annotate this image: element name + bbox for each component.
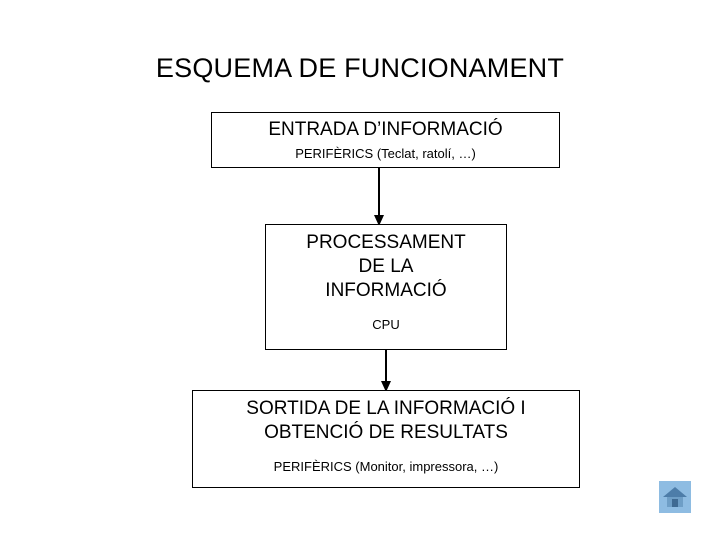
flow-box-sortida-heading: SORTIDA DE LA INFORMACIÓ I OBTENCIÓ DE R…: [246, 398, 526, 443]
flow-box-entrada-subtitle: PERIFÈRICS (Teclat, ratolí, …): [295, 146, 476, 161]
arrow-down-processament-to-sortida: [379, 349, 393, 393]
flow-box-entrada: ENTRADA D’INFORMACIÓ PERIFÈRICS (Teclat,…: [211, 112, 560, 168]
flow-box-processament: PROCESSAMENT DE LA INFORMACIÓ CPU: [265, 224, 507, 350]
arrow-down-entrada-to-processament: [372, 167, 386, 227]
flow-box-sortida: SORTIDA DE LA INFORMACIÓ I OBTENCIÓ DE R…: [192, 390, 580, 488]
flow-box-entrada-heading: ENTRADA D’INFORMACIÓ: [268, 119, 503, 140]
home-button[interactable]: [659, 481, 691, 513]
flow-box-processament-heading: PROCESSAMENT DE LA INFORMACIÓ: [306, 232, 466, 301]
home-icon: [663, 487, 687, 507]
flow-box-sortida-subtitle: PERIFÈRICS (Monitor, impressora, …): [273, 459, 499, 474]
flow-box-processament-subtitle: CPU: [372, 317, 400, 332]
page-title: ESQUEMA DE FUNCIONAMENT: [155, 53, 565, 83]
